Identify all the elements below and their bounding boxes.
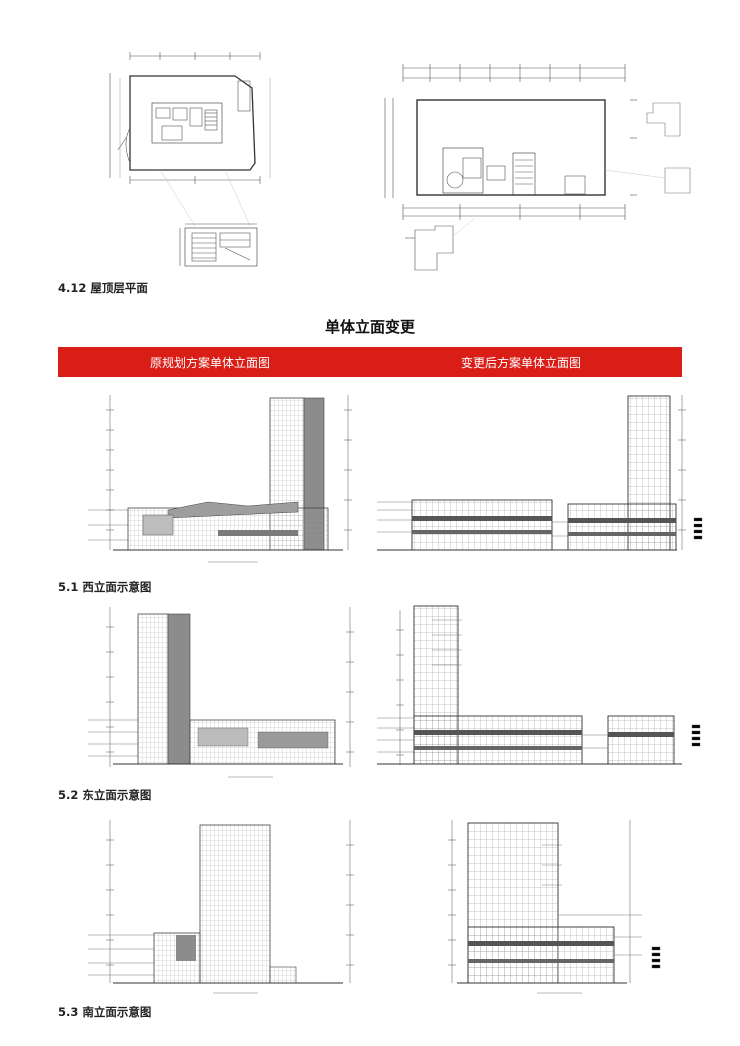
east-elevation-caption: 5.2 东立面示意图 [58,788,152,802]
roof-plan-original-drawing [109,52,271,267]
south-elevation-original-drawing [88,820,354,994]
section-title: 单体立面变更 [324,318,415,336]
roof-plan-caption: 4.12 屋顶层平面 [58,281,148,295]
west-elevation-original-drawing [88,395,352,563]
west-elevation-caption: 5.1 西立面示意图 [58,580,152,594]
west-elevation-revised-drawing [377,395,703,551]
east-elevation-revised-drawing [377,605,701,765]
south-elevation-revised-drawing [448,820,661,994]
roof-plan-revised-drawing [384,64,691,271]
original-scheme-label: 原规划方案单体立面图 [150,356,271,370]
south-elevation-caption: 5.3 南立面示意图 [58,1005,152,1019]
east-elevation-original-drawing [88,607,354,778]
comparison-header-bar: 原规划方案单体立面图 变更后方案单体立面图 [58,347,682,377]
revised-scheme-label: 变更后方案单体立面图 [461,356,582,370]
